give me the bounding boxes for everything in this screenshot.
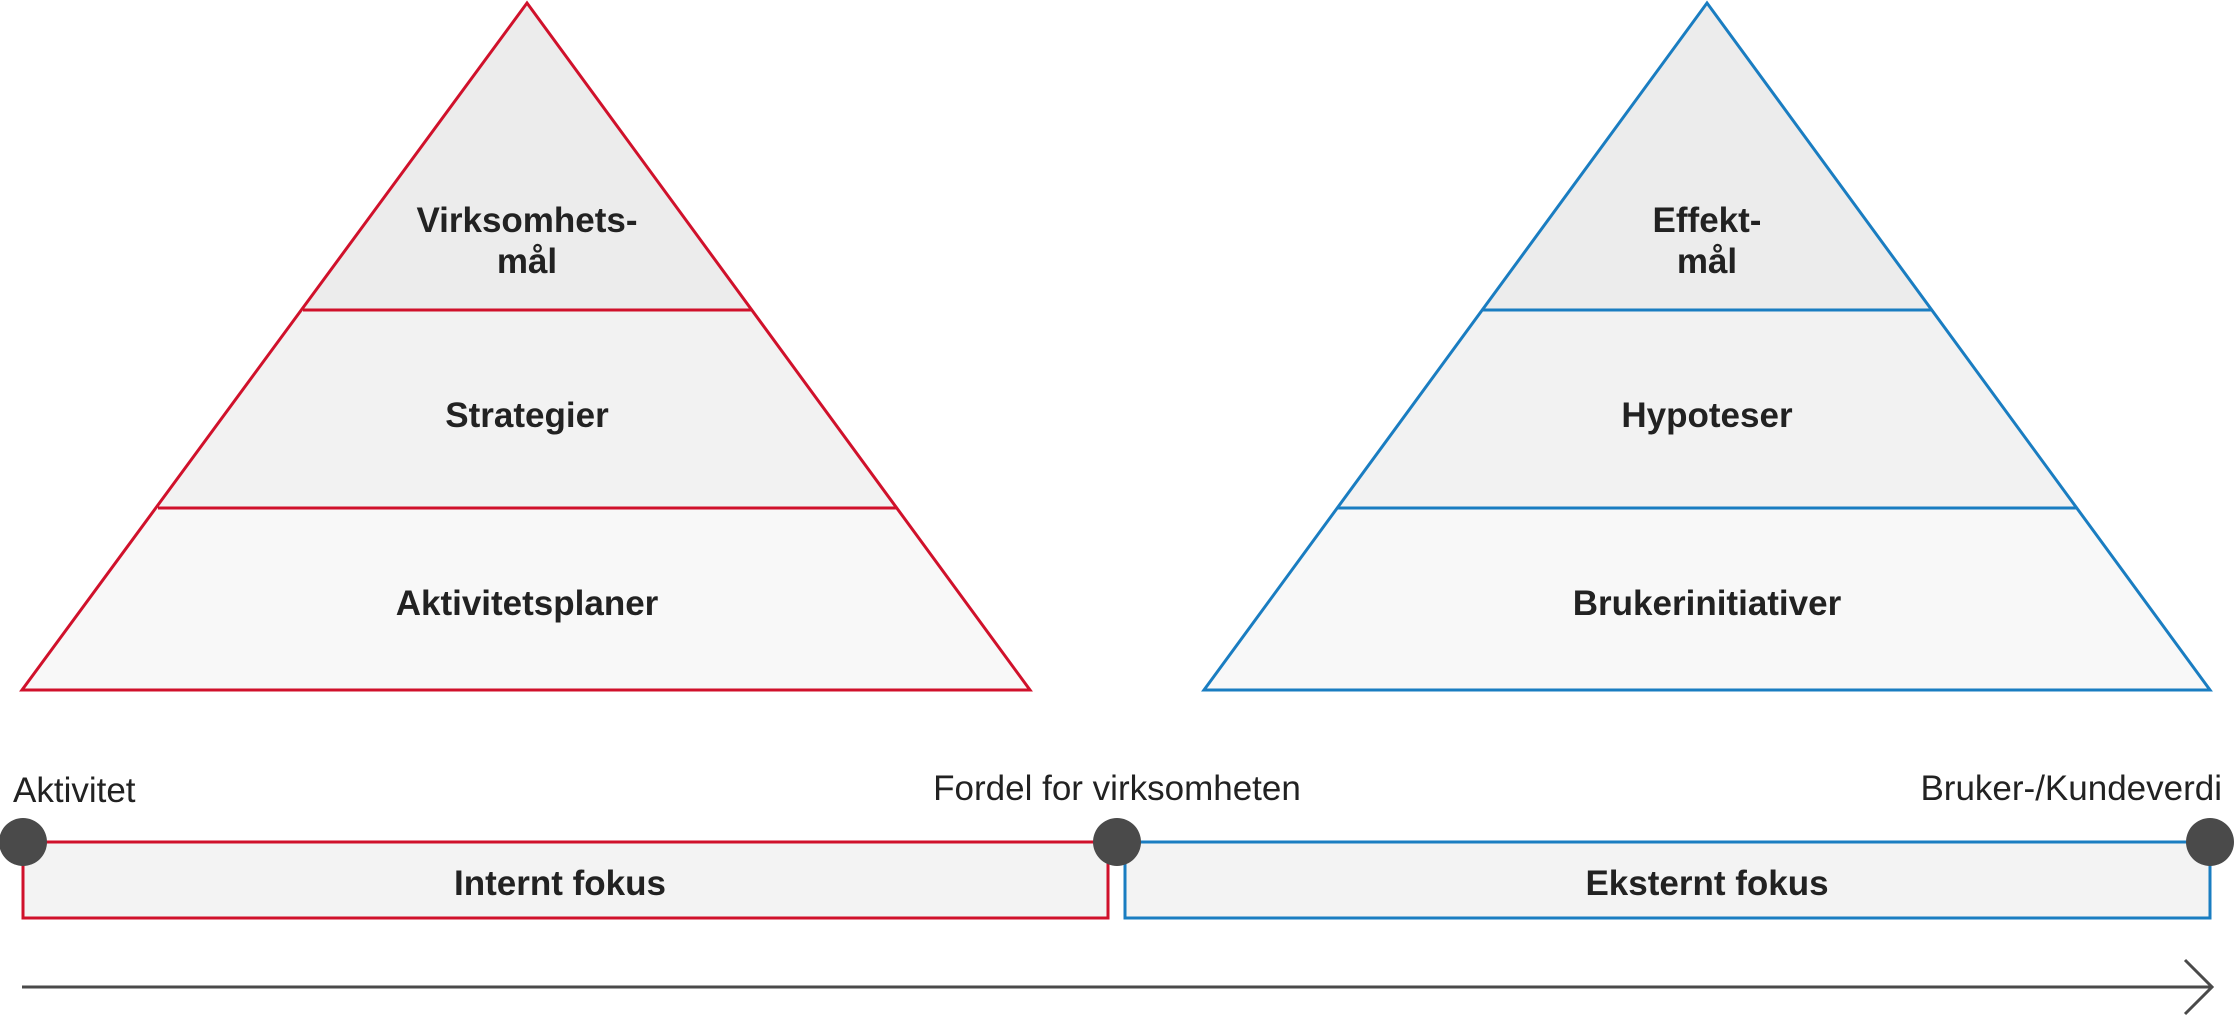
focus-scale: Aktivitet Fordel for virksomheten Bruker… <box>0 769 2234 920</box>
left-pyramid-middle-label: Strategier <box>445 396 609 435</box>
right-pyramid-outline <box>1201 0 2213 692</box>
left-pyramid-middle-tier <box>158 310 897 508</box>
left-pyramid-bottom-label: Aktivitetsplaner <box>396 584 659 623</box>
right-pyramid-bottom-tier <box>1204 508 2210 690</box>
internal-focus-label: Internt fokus <box>454 864 666 903</box>
scale-start-label: Aktivitet <box>13 771 136 810</box>
right-pyramid-bottom-label: Brukerinitiativer <box>1573 584 1842 623</box>
left-pyramid-top-tier <box>303 3 752 310</box>
left-pyramid: Virksomhets- mål Strategier Aktivitetspl… <box>19 0 1033 692</box>
right-pyramid-top-label-line2: mål <box>1677 242 1737 281</box>
scale-node-end <box>2186 818 2234 866</box>
scale-middle-label: Fordel for virksomheten <box>933 769 1301 808</box>
scale-node-middle <box>1093 818 1141 866</box>
timeline-arrow <box>22 958 2215 1016</box>
right-pyramid-top-tier <box>1483 3 1931 310</box>
scale-end-label: Bruker-/Kundeverdi <box>1920 769 2222 808</box>
external-focus-bar <box>1123 840 2212 920</box>
left-pyramid-bottom-tier <box>22 508 1030 690</box>
left-pyramid-top-label-line1: Virksomhets- <box>416 201 637 240</box>
internal-focus-bar <box>21 840 1110 920</box>
left-pyramid-top-label-line2: mål <box>497 242 557 281</box>
left-pyramid-outline <box>19 0 1033 692</box>
right-pyramid: Effekt- mål Hypoteser Brukerinitiativer <box>1201 0 2213 692</box>
external-focus-label: Eksternt fokus <box>1585 864 1828 903</box>
right-pyramid-top-label-line1: Effekt- <box>1653 201 1762 240</box>
right-pyramid-middle-label: Hypoteser <box>1621 396 1793 435</box>
arrow-head-icon <box>2183 958 2215 1016</box>
right-pyramid-middle-tier <box>1338 310 2076 508</box>
scale-node-start <box>0 818 47 866</box>
